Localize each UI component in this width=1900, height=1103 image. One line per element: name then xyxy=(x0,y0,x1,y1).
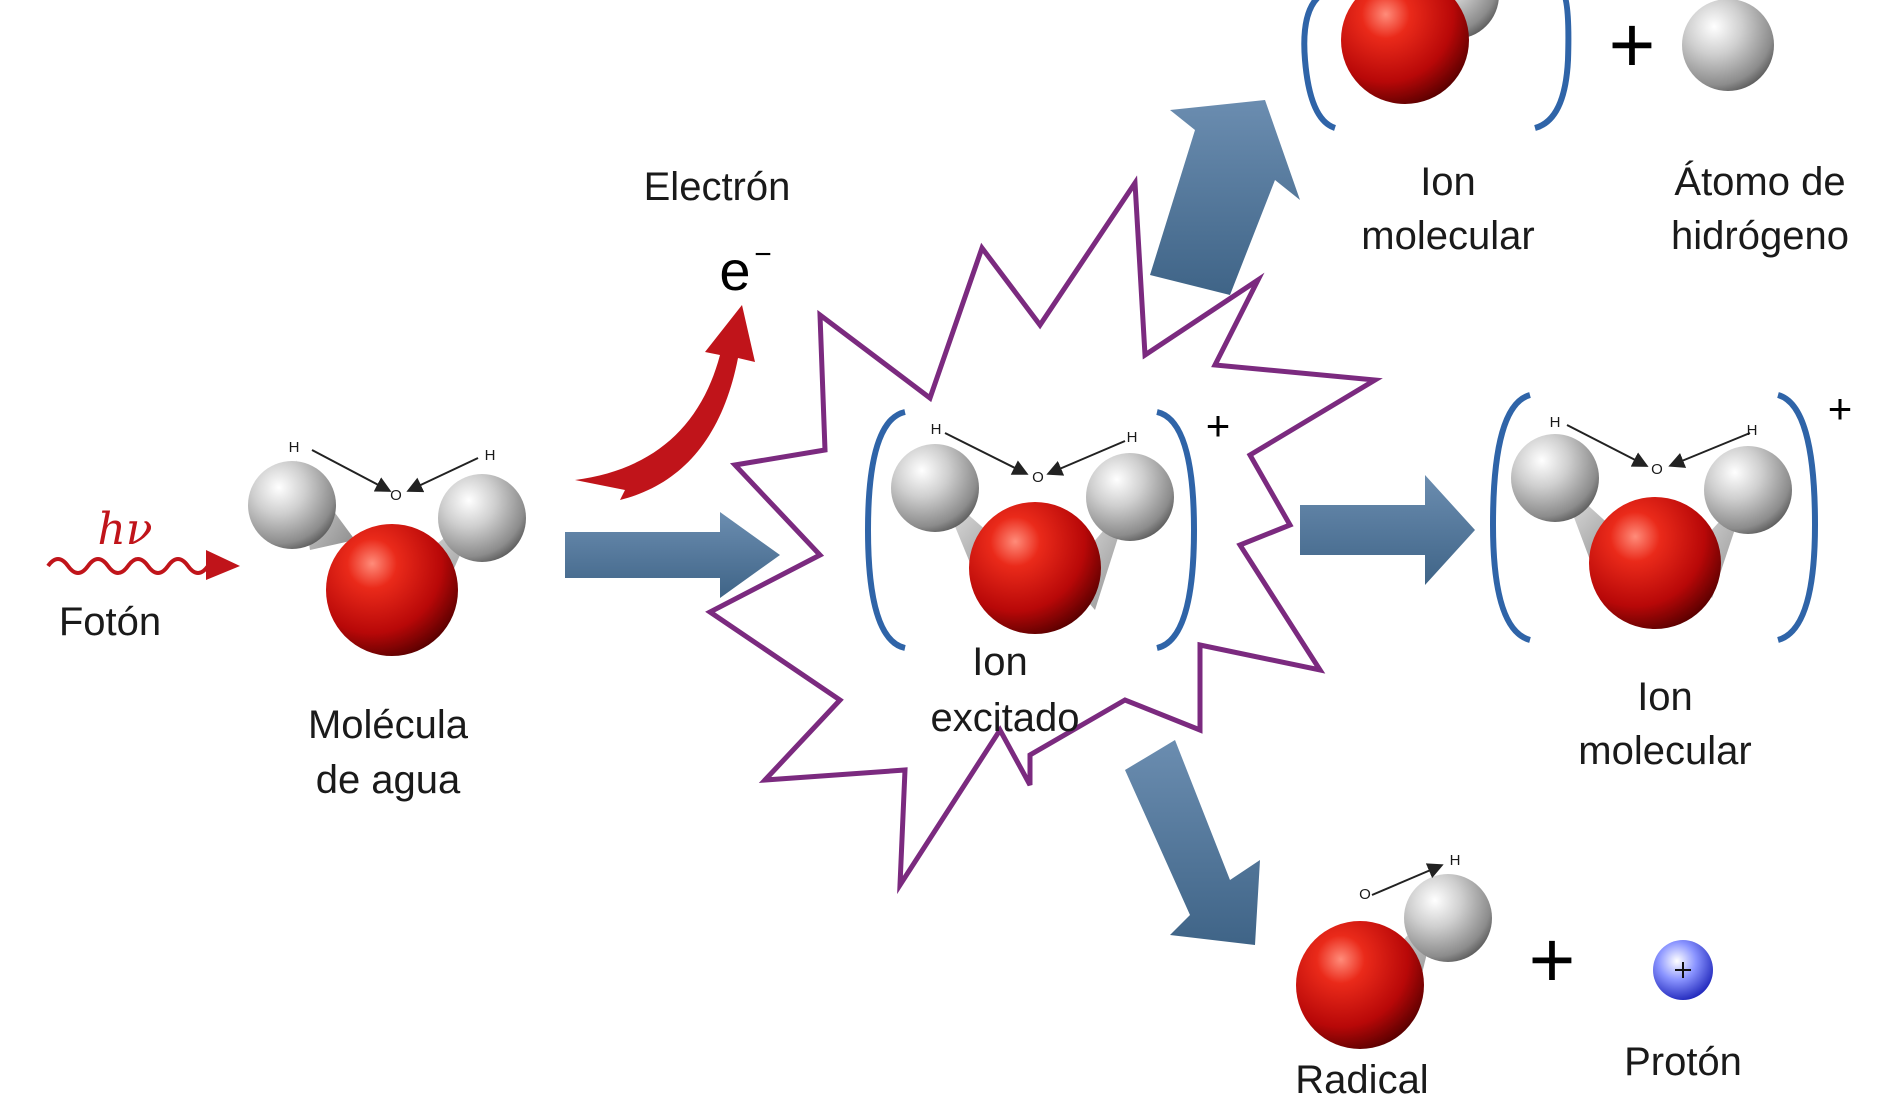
atom-label-o: O xyxy=(390,487,402,504)
top-ion-label-line2: molecular xyxy=(1361,214,1535,258)
water-label-line1: Molécula xyxy=(307,703,469,747)
photon-wave xyxy=(46,550,240,580)
middle-ion-label-line2: molecular xyxy=(1578,729,1752,773)
electron-emission-arrow xyxy=(575,305,755,500)
atom-label-h-excited-left: H xyxy=(930,421,942,438)
photon-label: Fotón xyxy=(58,600,162,644)
atom-label-h-bottom: H xyxy=(1449,852,1461,869)
middle-ion-molecule xyxy=(1489,392,1819,643)
hydroxyl-radical-molecule xyxy=(1296,863,1492,1049)
atom-label-h-excited-right: H xyxy=(1126,429,1138,446)
top-ion-molecule xyxy=(1301,0,1572,131)
proton-label: Protón xyxy=(1624,1040,1742,1084)
excitation-burst xyxy=(705,175,1383,895)
arrow-to-middle-product xyxy=(1300,475,1475,585)
atom-label-h-right: H xyxy=(484,447,496,464)
electron-charge: − xyxy=(754,238,772,271)
atom-label-o-excited: O xyxy=(1032,469,1044,486)
middle-ion-label-line1: Ion xyxy=(1637,675,1693,719)
diagram-canvas: hν Fotón H H O Molécula de agua Electrón… xyxy=(46,0,1853,1102)
arrow-to-bottom-products xyxy=(1125,740,1260,945)
excited-ion-molecule xyxy=(864,409,1198,651)
atom-label-h-middle-left: H xyxy=(1549,414,1561,431)
hydrogen-atom-label-line1: Átomo de xyxy=(1674,160,1846,204)
hydrogen-atom xyxy=(1682,0,1774,91)
excited-ion-label-line1: Ion xyxy=(972,640,1028,684)
middle-ion-charge: + xyxy=(1827,385,1853,432)
water-label-line2: de agua xyxy=(315,758,461,802)
arrow-to-excited-ion xyxy=(565,512,780,598)
excited-ion-label-line2: excitado xyxy=(930,696,1080,740)
electron-symbol: e xyxy=(719,239,751,302)
diagram-svg xyxy=(46,0,1819,1049)
excited-ion-charge: + xyxy=(1205,402,1231,449)
water-molecule xyxy=(248,449,526,656)
electron-label: Electrón xyxy=(643,165,791,209)
hydrogen-atom-label-line2: hidrógeno xyxy=(1671,214,1849,258)
atom-label-o-bottom: O xyxy=(1359,886,1371,903)
bottom-plus-sign: + xyxy=(1528,915,1576,1004)
atom-label-h-left: H xyxy=(288,439,300,456)
top-ion-label-line1: Ion xyxy=(1420,160,1476,204)
atom-label-h-middle-right: H xyxy=(1746,422,1758,439)
proton-particle xyxy=(1653,940,1713,1000)
atom-label-o-middle: O xyxy=(1651,461,1663,478)
radical-label: Radical xyxy=(1295,1058,1429,1102)
top-plus-sign: + xyxy=(1608,0,1656,89)
arrow-to-top-products xyxy=(1150,100,1300,295)
photon-symbol: hν xyxy=(97,504,153,555)
